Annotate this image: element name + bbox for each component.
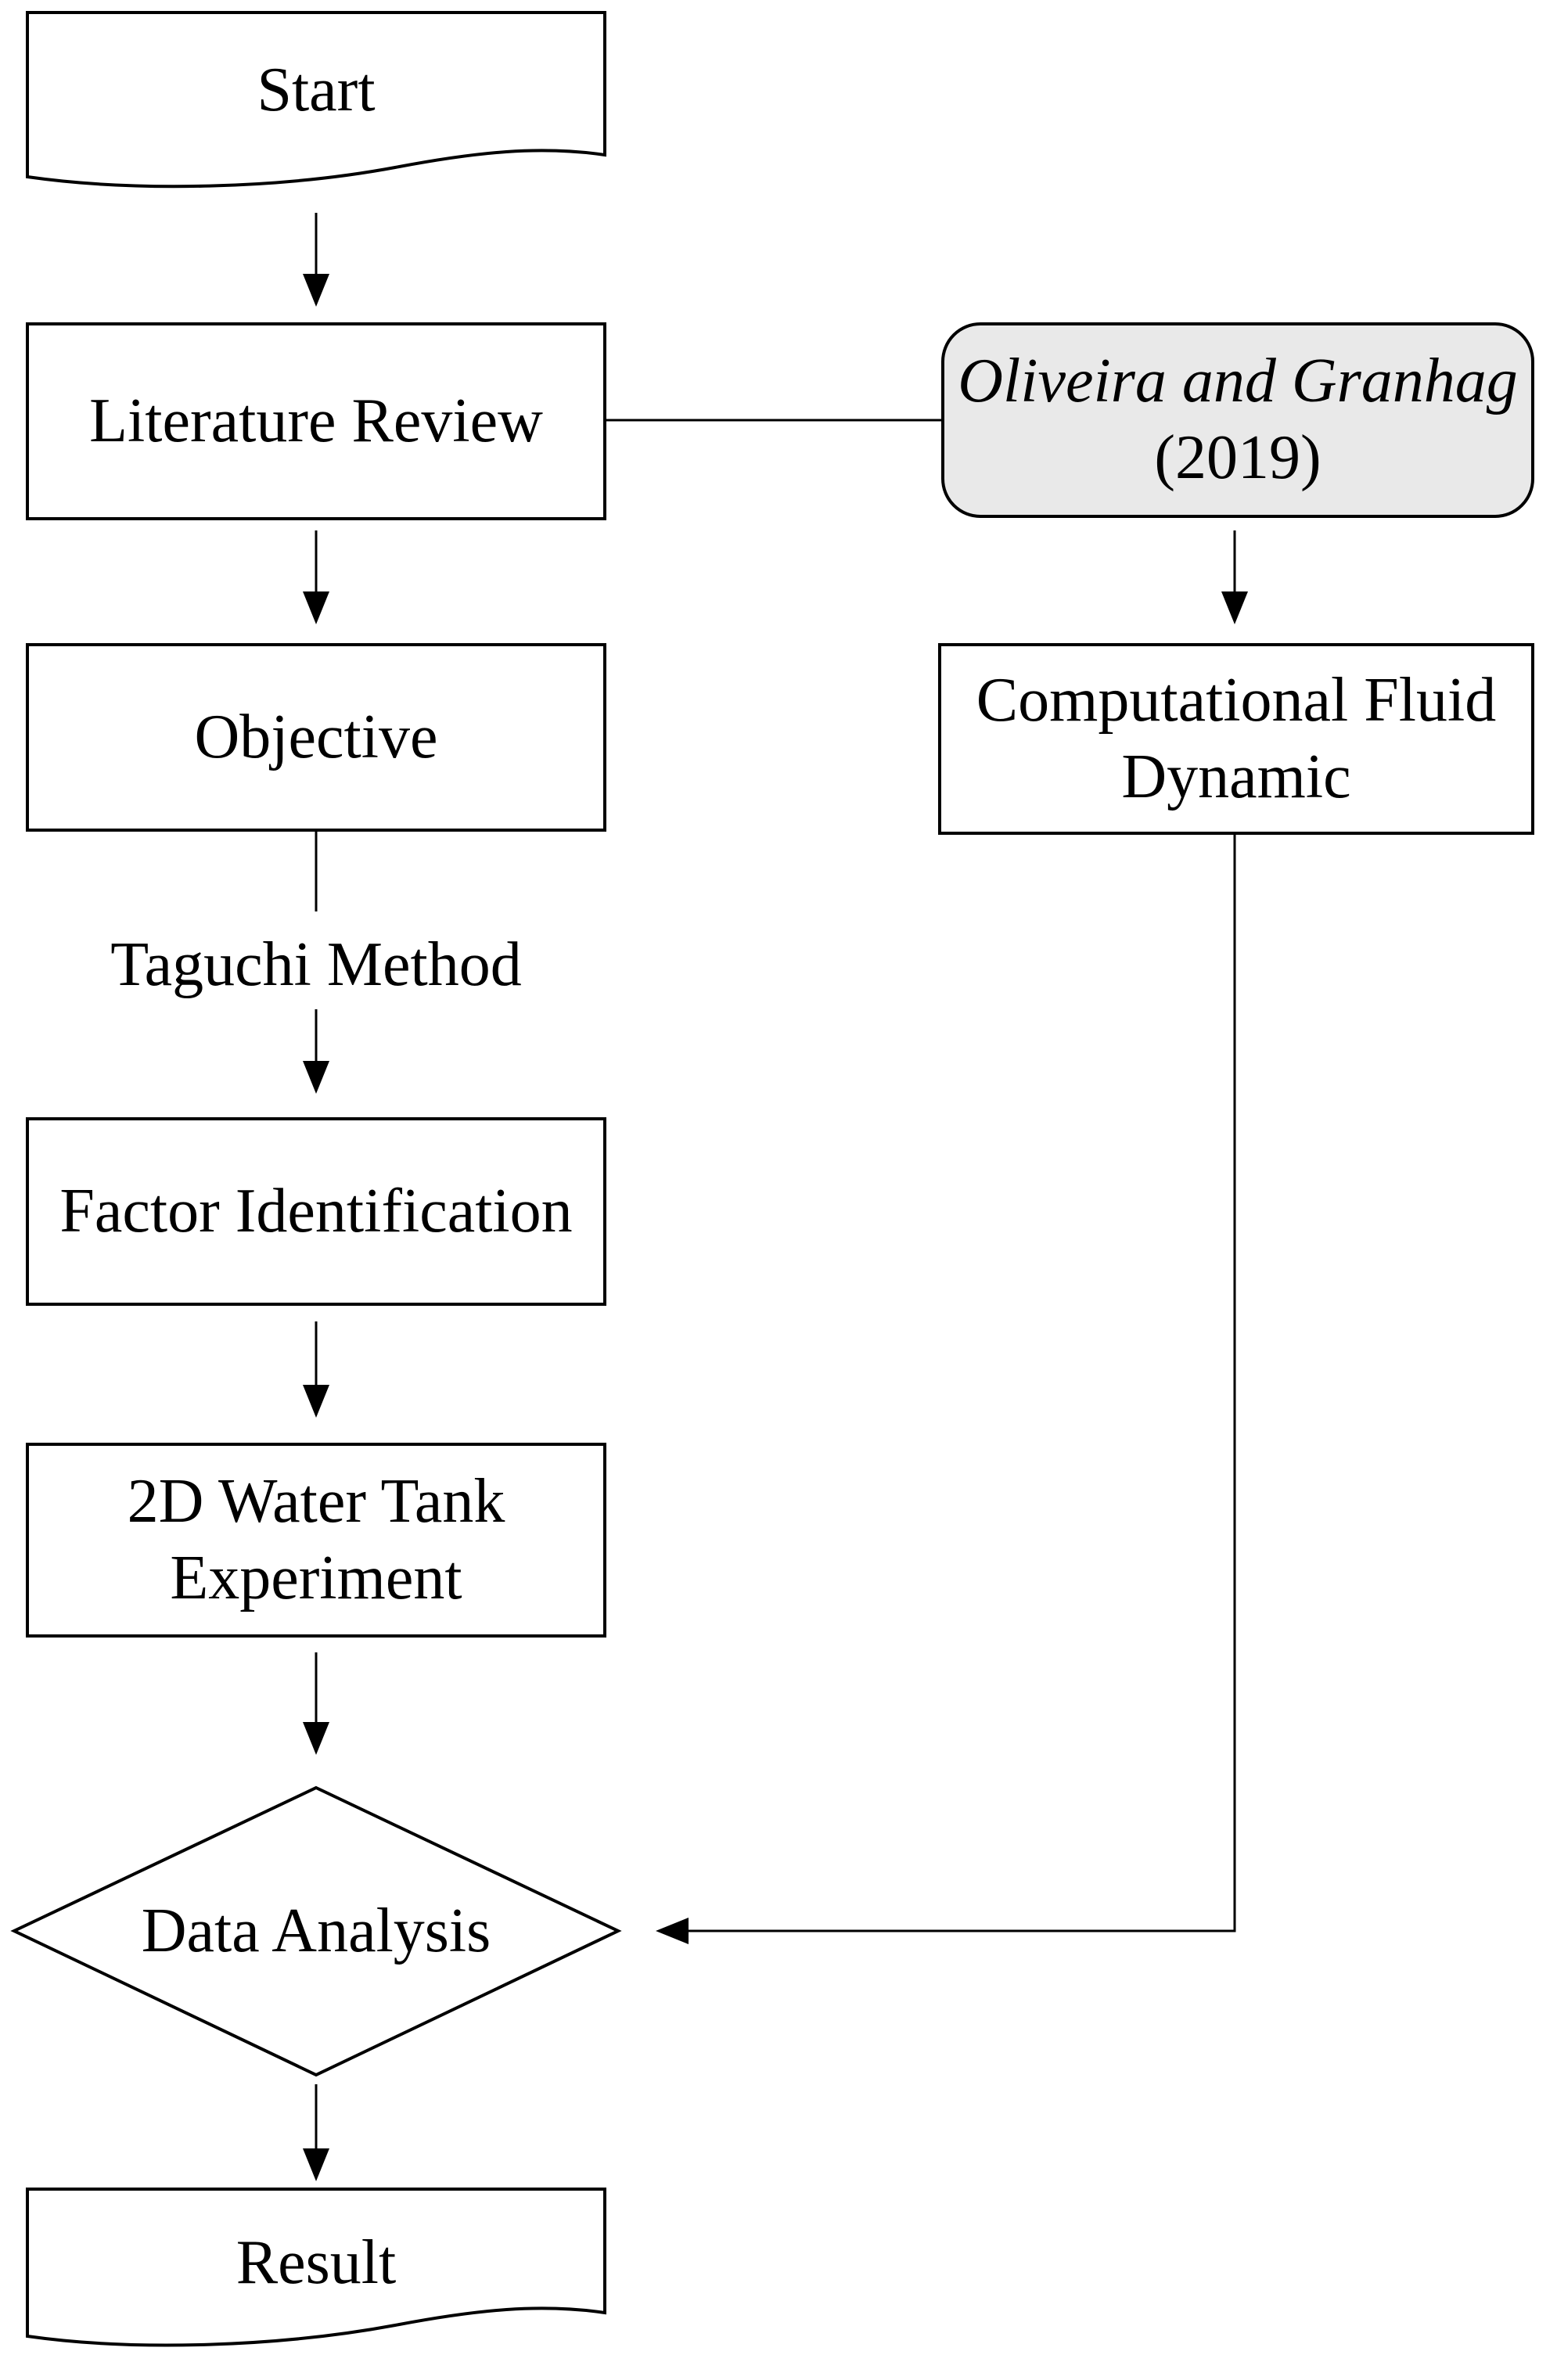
reference-year: (2019) <box>1154 423 1321 492</box>
arrowhead-start-to-literature <box>303 274 329 307</box>
reference-node: Oliveira and Granhag (2019) <box>943 324 1533 516</box>
water-tank-label: 2D Water Tank Experiment <box>127 1466 505 1612</box>
literature-review-label: Literature Review <box>89 386 543 455</box>
cfd-node: Computational Fluid Dynamic <box>940 645 1533 833</box>
cfd-shape <box>938 643 1534 835</box>
factor-identification-label: Factor Identification <box>59 1176 573 1246</box>
water-tank-node: 2D Water Tank Experiment <box>27 1444 605 1636</box>
objective-shape <box>26 643 606 832</box>
reference-label: Oliveira and Granhag (2019) <box>943 343 1533 496</box>
arrowhead-reference-to-cfd <box>1221 591 1248 624</box>
arrowhead-literature-to-objective <box>303 591 329 624</box>
arrowhead-taguchi-to-factor <box>303 1061 329 1094</box>
cfd-label: Computational Fluid Dynamic <box>976 665 1497 811</box>
literature-review-shape <box>26 322 606 520</box>
taguchi-method-label: Taguchi Method <box>110 930 522 1000</box>
reference-authors: Oliveira and Granhag <box>958 347 1518 416</box>
objective-label: Objective <box>194 702 438 771</box>
start-node: Start <box>27 13 605 169</box>
data-analysis-node: Data Analysis <box>14 1788 618 2075</box>
arrowhead-watertank-to-analysis <box>303 1722 329 1755</box>
taguchi-method-node: Taguchi Method <box>27 922 605 1009</box>
data-analysis-shape <box>10 1785 622 2077</box>
start-label: Start <box>257 56 376 125</box>
result-label: Result <box>236 2228 397 2298</box>
result-document-shape <box>26 2188 606 2347</box>
objective-node: Objective <box>27 645 605 830</box>
reference-shape <box>941 322 1534 518</box>
factor-identification-shape <box>26 1117 606 1306</box>
connector-cfd-to-analysis <box>689 833 1236 1932</box>
data-analysis-label: Data Analysis <box>141 1896 491 1965</box>
arrowhead-factor-to-watertank <box>303 1385 329 1418</box>
literature-review-node: Literature Review <box>27 324 605 519</box>
water-tank-shape <box>26 1443 606 1638</box>
arrowhead-analysis-to-result <box>303 2148 329 2181</box>
start-document-shape <box>26 11 606 189</box>
arrowhead-cfd-to-analysis <box>656 1918 689 1944</box>
factor-identification-node: Factor Identification <box>27 1119 605 1304</box>
result-node: Result <box>27 2189 605 2338</box>
